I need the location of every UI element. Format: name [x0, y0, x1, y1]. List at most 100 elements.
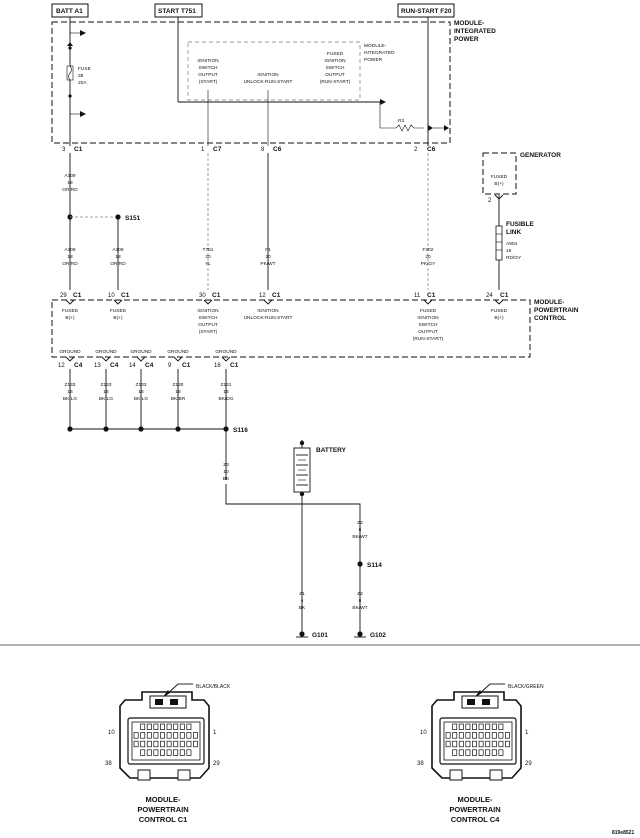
tipm-label-1: MODULE- — [454, 20, 484, 27]
svg-text:OR/RD: OR/RD — [62, 261, 78, 267]
svg-text:S151: S151 — [125, 215, 141, 222]
svg-text:OUTPUT: OUTPUT — [325, 72, 345, 78]
pin-cavity — [478, 723, 484, 730]
tipm-connector-pins: 3 C1 1 C7 8 C6 2 C6 — [62, 146, 436, 153]
pin-cavity — [458, 723, 464, 730]
pin-cavity — [173, 740, 179, 748]
svg-text:16: 16 — [175, 389, 181, 395]
svg-text:BK: BK — [299, 605, 306, 611]
svg-text:BLACK/GREEN: BLACK/GREEN — [508, 684, 544, 690]
svg-text:BK/BR: BK/BR — [171, 396, 186, 402]
svg-text:13: 13 — [94, 363, 101, 369]
svg-text:YL: YL — [205, 261, 211, 267]
pcm-module-box — [51, 299, 531, 358]
svg-text:B(+): B(+) — [113, 315, 123, 321]
source-batt-a1: BATT A1 — [51, 3, 89, 18]
svg-text:RD/GY: RD/GY — [506, 255, 522, 261]
svg-text:BK/LG: BK/LG — [134, 396, 148, 402]
pin-cavity — [146, 732, 152, 739]
svg-text:Z133: Z133 — [136, 382, 147, 388]
svg-text:29: 29 — [525, 761, 532, 767]
svg-text:10: 10 — [108, 730, 115, 736]
connector-c1-view: BLACK/BLACK 10 1 38 29 MODULE- POWERTRAI… — [105, 683, 231, 824]
svg-text:4: 4 — [301, 598, 304, 604]
svg-text:LINK: LINK — [506, 229, 521, 236]
svg-text:IGNITION: IGNITION — [257, 72, 279, 78]
battery-symbol — [293, 440, 311, 504]
svg-text:A804: A804 — [506, 241, 518, 247]
svg-text:Z130: Z130 — [173, 382, 184, 388]
svg-text:C1: C1 — [212, 292, 221, 299]
svg-text:29: 29 — [213, 761, 220, 767]
pin-cavity — [478, 749, 484, 756]
svg-text:IGNITION: IGNITION — [197, 58, 219, 64]
svg-text:C1: C1 — [230, 362, 239, 369]
svg-text:12: 12 — [259, 293, 266, 299]
svg-text:POWERTRAIN: POWERTRAIN — [137, 805, 188, 814]
pin-cavity — [160, 740, 165, 748]
svg-text:G102: G102 — [370, 632, 386, 639]
svg-text:IGNITION: IGNITION — [324, 58, 346, 64]
svg-text:C4: C4 — [74, 362, 83, 369]
svg-text:GROUND: GROUND — [215, 349, 237, 355]
svg-text:C1: C1 — [73, 292, 82, 299]
svg-text:S114: S114 — [367, 562, 382, 569]
pin-cavity — [186, 740, 192, 748]
svg-text:38: 38 — [417, 761, 424, 767]
svg-text:OR/RD: OR/RD — [62, 187, 78, 193]
svg-text:OR/RD: OR/RD — [110, 261, 126, 267]
pin-cavity — [146, 723, 152, 730]
svg-text:A109: A109 — [64, 173, 76, 179]
pin-cavity — [179, 740, 185, 748]
pin-cavity — [193, 732, 198, 739]
pin-cavity — [478, 732, 484, 739]
svg-text:C1: C1 — [182, 362, 191, 369]
svg-text:CONTROL C1: CONTROL C1 — [139, 815, 188, 824]
pin-cavity — [166, 732, 172, 739]
pin-cavity — [465, 723, 471, 730]
ground-wire-labels: Z133 16 BK/LG Z133 16 BK/LG Z133 16 BK/L… — [63, 382, 234, 402]
svg-text:R3: R3 — [398, 118, 404, 124]
svg-text:10: 10 — [108, 293, 115, 299]
pin-cavity — [472, 749, 477, 756]
svg-text:SWITCH: SWITCH — [326, 65, 345, 71]
pin-cavity — [140, 723, 146, 730]
svg-text:9: 9 — [168, 363, 172, 369]
svg-text:FUSED: FUSED — [491, 174, 508, 180]
pin-cavity — [146, 740, 152, 748]
svg-text:Z2: Z2 — [357, 591, 363, 597]
svg-text:C4: C4 — [145, 362, 154, 369]
pin-cavity — [445, 732, 451, 739]
pin-cavity — [491, 749, 497, 756]
svg-text:1: 1 — [201, 147, 205, 153]
svg-text:UNLOCK-RUN-START: UNLOCK-RUN-START — [244, 79, 293, 85]
splice-s116 — [223, 426, 229, 432]
svg-text:FUSE: FUSE — [78, 66, 91, 72]
svg-text:POWER: POWER — [364, 57, 383, 63]
svg-text:16: 16 — [223, 389, 229, 395]
svg-text:11: 11 — [414, 293, 421, 299]
svg-text:G101: G101 — [312, 632, 328, 639]
svg-text:GROUND: GROUND — [130, 349, 152, 355]
svg-text:C1: C1 — [500, 292, 509, 299]
svg-text:Z3: Z3 — [223, 462, 229, 468]
svg-text:SWITCH: SWITCH — [199, 315, 218, 321]
pin-cavity — [472, 740, 477, 748]
svg-text:FUSED: FUSED — [420, 308, 437, 314]
pin-cavity — [445, 740, 451, 748]
svg-text:18: 18 — [115, 254, 121, 260]
svg-text:RUN-START F20: RUN-START F20 — [401, 8, 452, 15]
svg-text:16: 16 — [214, 363, 221, 369]
pin-cavity — [485, 732, 491, 739]
fuse-38: FUSE 38 20A — [66, 30, 91, 146]
pin-cavity — [458, 732, 464, 739]
svg-text:MODULE-: MODULE- — [364, 43, 387, 49]
figure-id: 819e8521 — [612, 830, 634, 836]
pin-cavity — [146, 749, 152, 756]
svg-text:20: 20 — [265, 254, 271, 260]
pin-cavity — [153, 732, 159, 739]
pin-cavity — [498, 749, 504, 756]
svg-text:A109: A109 — [112, 247, 124, 253]
pin-cavity — [186, 732, 192, 739]
